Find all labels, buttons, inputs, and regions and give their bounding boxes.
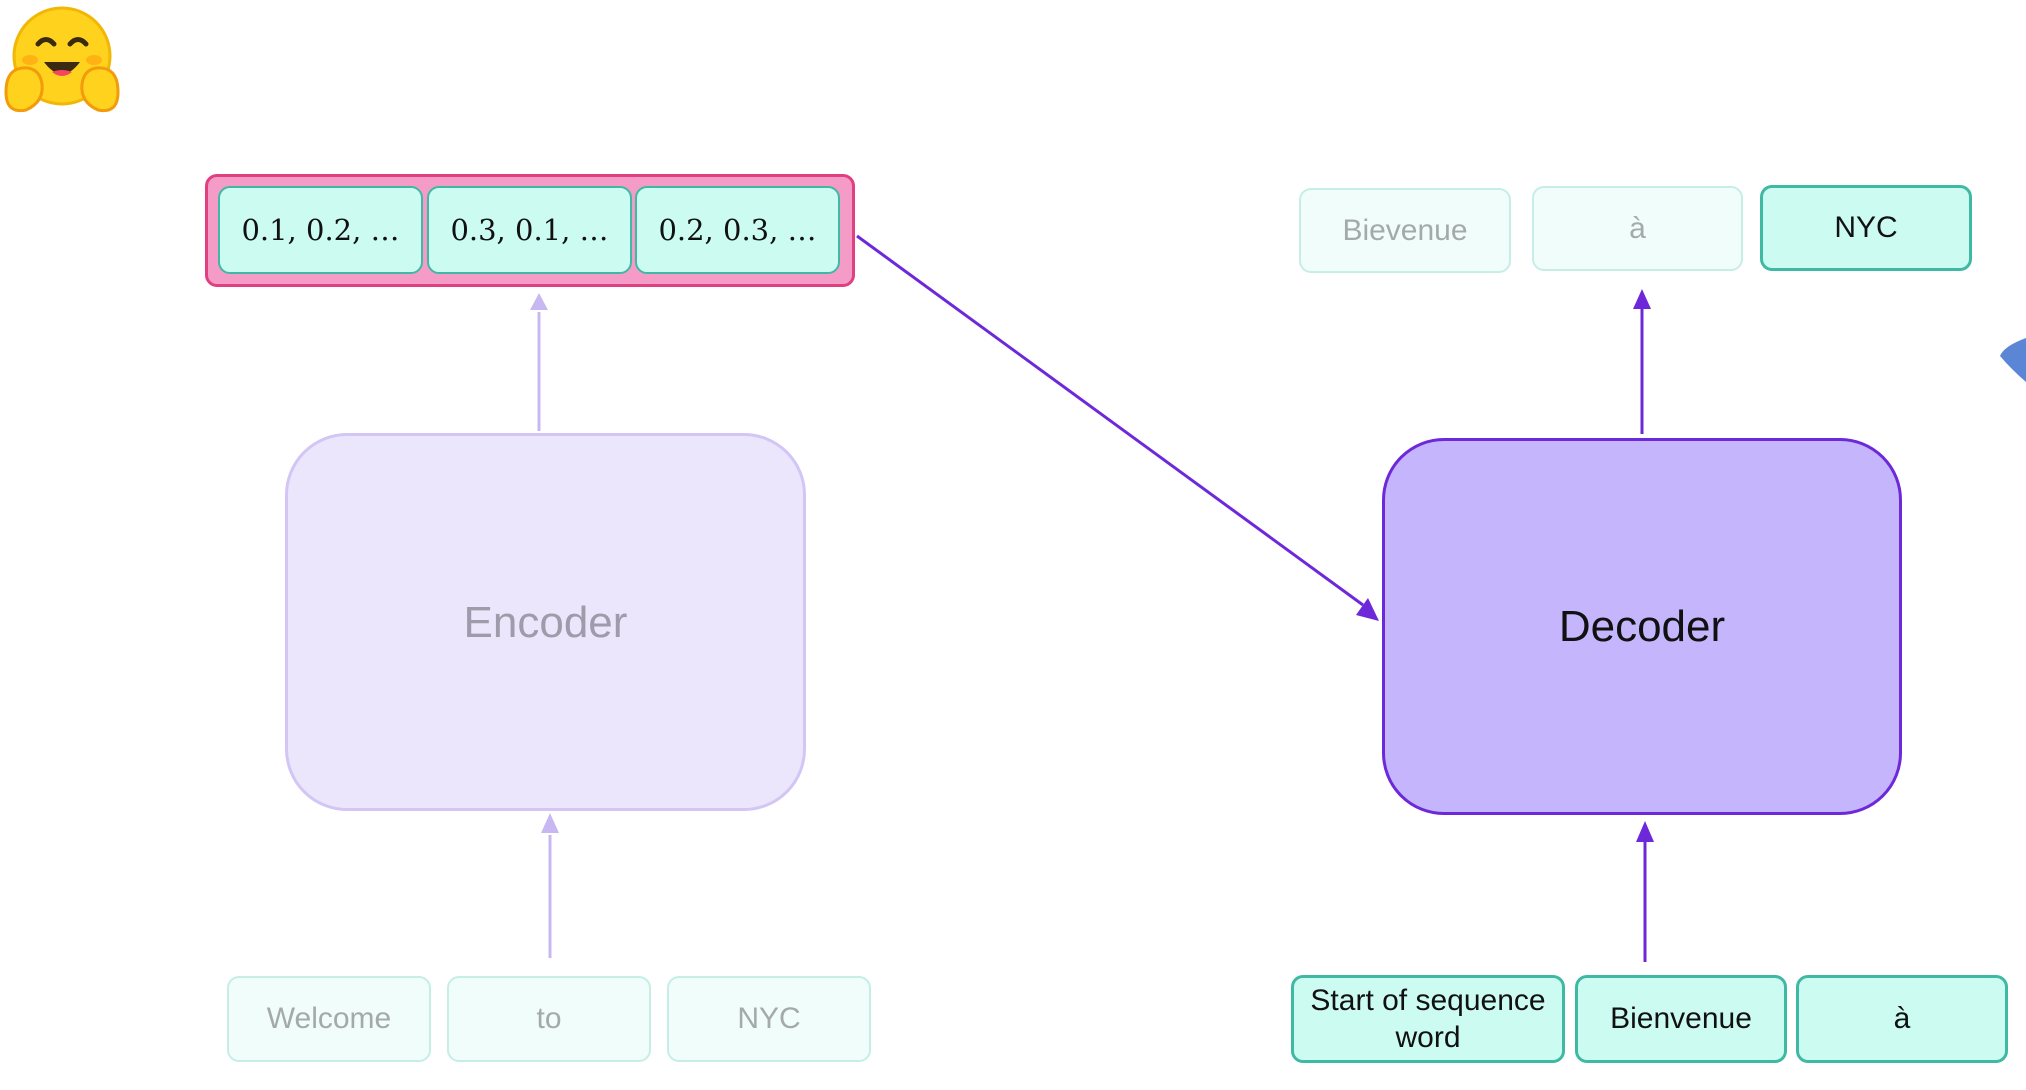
decoder-input-token: Start of sequence word	[1291, 975, 1565, 1063]
encoder-input-token: NYC	[667, 976, 871, 1062]
embedding-cell: 0.1, 0.2, …	[218, 186, 423, 274]
encoder-input-token: Welcome	[227, 976, 431, 1062]
decoder-input-token: à	[1796, 975, 2008, 1063]
decoder-input-token: Bienvenue	[1575, 975, 1787, 1063]
embeddings-to-decoder-arrow	[856, 234, 1364, 607]
decoder-output-token: Bievenue	[1299, 188, 1511, 273]
encoder-block: Encoder	[285, 433, 806, 811]
hugging-face-emoji-icon	[4, 6, 120, 113]
decoder-output-token: NYC	[1760, 185, 1972, 271]
decoder-output-token: à	[1532, 186, 1743, 271]
embedding-cell: 0.3, 0.1, …	[427, 186, 632, 274]
offscreen-shape	[2000, 338, 2026, 382]
embedding-cell: 0.2, 0.3, …	[635, 186, 840, 274]
encoder-input-token: to	[447, 976, 651, 1062]
decoder-block: Decoder	[1382, 438, 1902, 815]
